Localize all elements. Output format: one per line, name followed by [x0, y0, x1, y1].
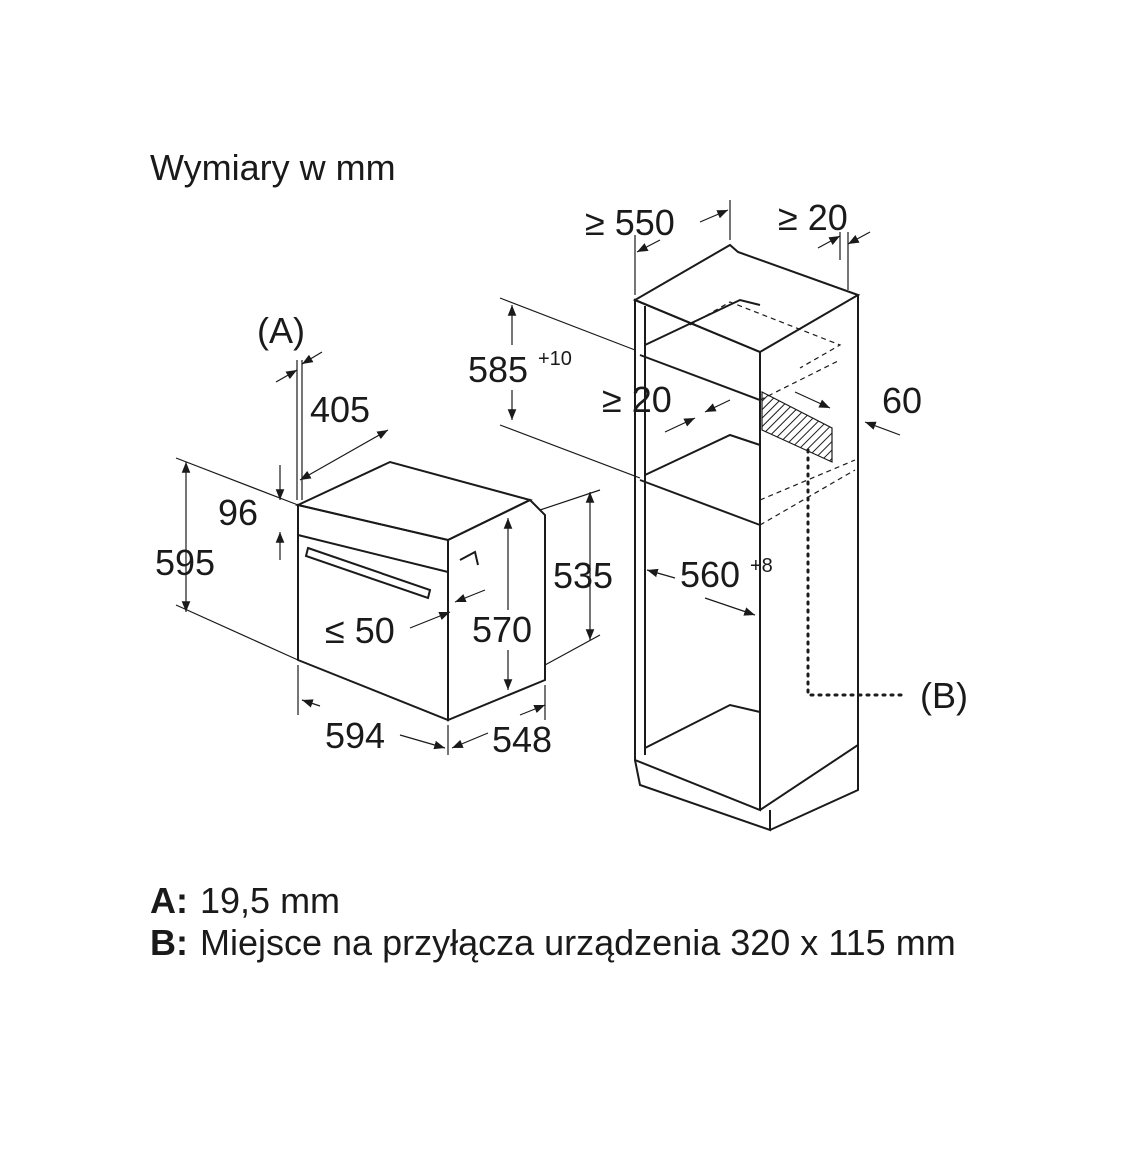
dim-back-gap: ≥ 20 — [778, 197, 848, 238]
label-a: (A) — [257, 310, 305, 351]
dim-560: 560 — [680, 554, 740, 595]
dim-405: 405 — [310, 389, 370, 430]
legend-key: A: — [150, 880, 188, 921]
dim-top-gap: ≥ 20 — [602, 379, 672, 420]
legend-key: B: — [150, 922, 188, 963]
dim-594: 594 — [325, 715, 385, 756]
diagram-title: Wymiary w mm — [150, 147, 396, 188]
dim-60: 60 — [882, 380, 922, 421]
label-b: (B) — [920, 675, 968, 716]
legend-item-b: B: Miejsce na przyłącza urządzenia 320 x… — [150, 922, 960, 964]
dim-535: 535 — [553, 555, 613, 596]
cabinet-drawing — [632, 243, 861, 832]
legend: A: 19,5 mm B: Miejsce na przyłącza urząd… — [150, 880, 960, 964]
dim-585-tol: +10 — [538, 348, 572, 370]
dim-595: 595 — [155, 542, 215, 583]
dim-548: 548 — [492, 719, 552, 760]
dim-96: 96 — [218, 492, 258, 533]
dim-570: 570 — [472, 609, 532, 650]
dim-560-tol: +8 — [750, 555, 773, 577]
dim-550: ≥ 550 — [585, 202, 675, 243]
dim-585: 585 — [468, 349, 528, 390]
legend-item-a: A: 19,5 mm — [150, 880, 960, 922]
legend-text: Miejsce na przyłącza urządzenia 320 x 11… — [200, 922, 956, 963]
legend-text: 19,5 mm — [200, 880, 341, 921]
dim-handle: ≤ 50 — [325, 610, 395, 651]
